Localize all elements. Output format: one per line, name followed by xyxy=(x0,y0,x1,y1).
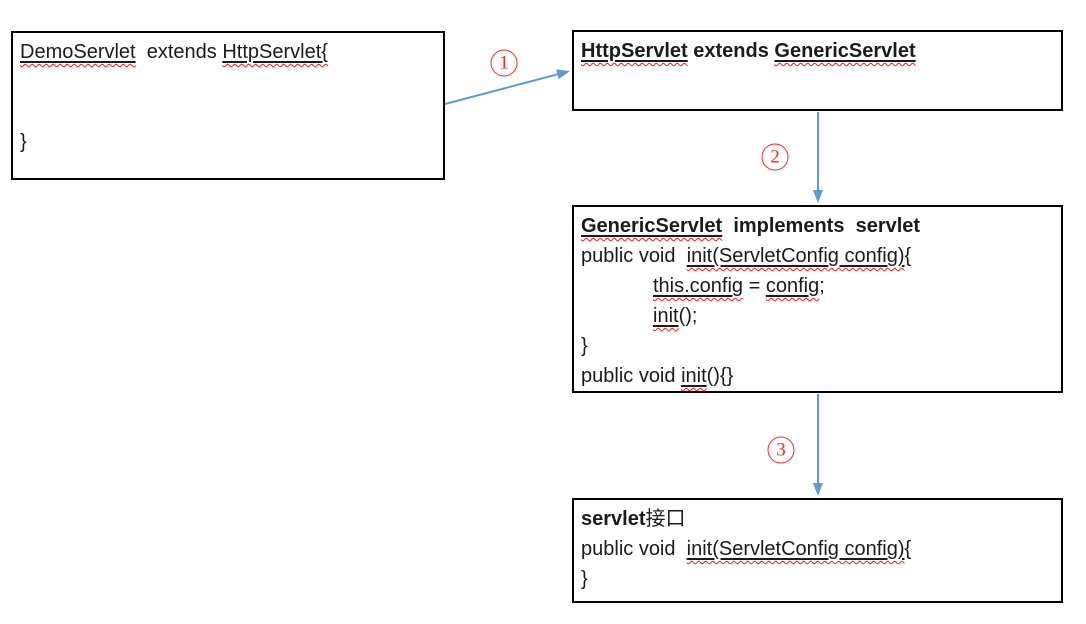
code-text: public void xyxy=(581,538,687,560)
code-text: 接口 xyxy=(645,508,686,530)
code-text: = xyxy=(743,275,766,297)
spellcheck-squiggle-text: HttpServlet{ xyxy=(222,41,328,63)
code-text: HttpServlet xyxy=(581,40,688,62)
code-line xyxy=(20,97,437,127)
spellcheck-squiggle-text: init xyxy=(681,365,707,387)
code-line: init(); xyxy=(581,301,1055,331)
code-text: (); xyxy=(678,305,698,327)
code-text: } xyxy=(20,131,27,153)
step-3-circled-number: 3 xyxy=(767,436,795,464)
code-text: GenericServlet xyxy=(774,40,915,62)
spellcheck-squiggle-text: DemoServlet xyxy=(20,41,136,63)
spellcheck-squiggle-text: init(ServletConfig config) xyxy=(686,538,905,560)
code-line: } xyxy=(581,564,1055,594)
code-line: HttpServlet extends GenericServlet xyxy=(581,36,1055,66)
code-text: implements servlet xyxy=(722,215,921,237)
code-text: ; xyxy=(819,275,825,297)
demoservlet-class-box: DemoServlet extends HttpServlet{ } xyxy=(11,31,445,180)
code-text: init(ServletConfig config) xyxy=(687,538,905,560)
arrow-2 xyxy=(813,112,823,203)
code-text: this.config xyxy=(653,275,743,297)
code-text: init xyxy=(653,305,679,327)
spellcheck-squiggle-text: init xyxy=(653,305,679,327)
code-line: } xyxy=(581,331,1055,361)
code-line: } xyxy=(20,127,437,157)
code-text: } xyxy=(581,335,588,357)
code-line: public void init(ServletConfig config){ xyxy=(581,534,1055,564)
code-text: (){} xyxy=(706,365,734,387)
spellcheck-squiggle-text: GenericServlet xyxy=(774,40,916,62)
code-text: extends xyxy=(135,41,223,63)
code-text: { xyxy=(904,538,912,560)
code-line: servlet接口 xyxy=(581,504,1055,534)
spellcheck-squiggle-text: this.config xyxy=(653,275,744,297)
code-text: DemoServlet xyxy=(20,41,136,63)
code-text: public void xyxy=(581,365,682,387)
code-text: init xyxy=(681,365,707,387)
spellcheck-squiggle-text: GenericServlet xyxy=(581,215,723,237)
httpservlet-class-box: HttpServlet extends GenericServlet xyxy=(572,30,1063,111)
arrow-3-head-icon xyxy=(813,483,823,496)
step-2-circled-number: 2 xyxy=(761,143,789,171)
code-line: public void init(){} xyxy=(581,361,1055,391)
spellcheck-squiggle-text: config xyxy=(765,275,820,297)
arrow-3 xyxy=(813,394,823,496)
code-line xyxy=(20,67,437,97)
code-line: public void init(ServletConfig config){ xyxy=(581,241,1055,271)
code-text: public void xyxy=(581,245,687,267)
step-1-circled-number: 1 xyxy=(490,49,518,77)
code-text: } xyxy=(581,568,588,590)
spellcheck-squiggle-text: HttpServlet xyxy=(581,40,688,62)
code-text: extends xyxy=(687,40,775,62)
code-line: this.config = config; xyxy=(581,271,1055,301)
code-text: config xyxy=(766,275,819,297)
arrow-1-line xyxy=(444,72,561,105)
arrow-1-head-icon xyxy=(556,69,570,80)
code-text: { xyxy=(904,245,912,267)
arrow-2-head-icon xyxy=(813,190,823,203)
code-line: GenericServlet implements servlet xyxy=(581,211,1055,241)
code-text: GenericServlet xyxy=(581,215,722,237)
code-text: HttpServlet{ xyxy=(222,41,328,63)
code-line: DemoServlet extends HttpServlet{ xyxy=(20,37,437,67)
code-text: init(ServletConfig config) xyxy=(687,245,905,267)
code-text: servlet xyxy=(581,508,646,530)
spellcheck-squiggle-text: init(ServletConfig config) xyxy=(686,245,905,267)
